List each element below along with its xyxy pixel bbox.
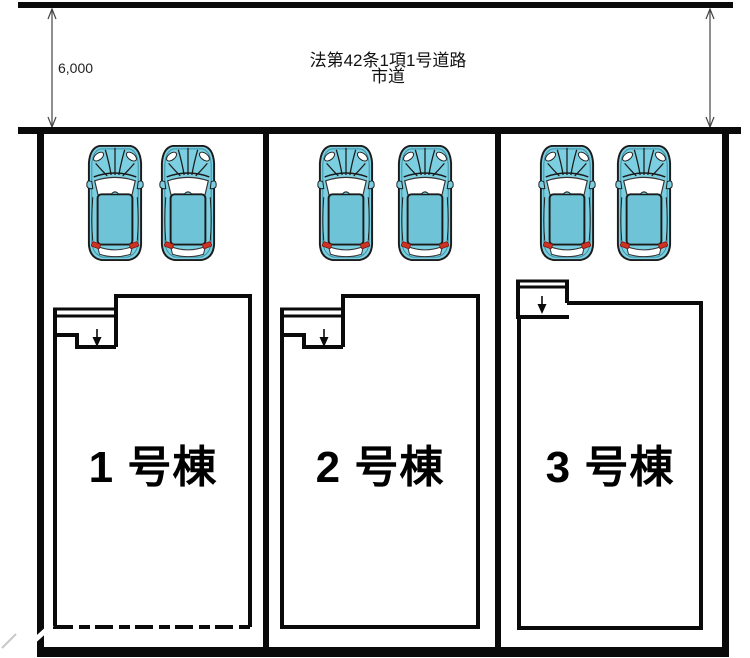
lot-boundaries xyxy=(18,127,741,657)
road-area: 法第42条1項1号道路 市道 6,000 xyxy=(18,2,733,129)
parking-cars xyxy=(85,144,674,262)
entrance-porch xyxy=(280,307,343,349)
building-outline xyxy=(517,301,703,630)
entrance-porch xyxy=(53,307,116,349)
entrance-porch xyxy=(516,279,569,319)
lot-divider-1 xyxy=(263,130,269,657)
dimension-arrow-right xyxy=(705,7,715,129)
car-icon xyxy=(395,144,455,262)
road-width-dimension: 6,000 xyxy=(58,60,93,76)
building-2-label: 2 号棟 xyxy=(316,443,445,492)
lot-boundary-top xyxy=(18,127,741,134)
car-icon xyxy=(614,144,674,262)
road-edge-line xyxy=(18,2,733,8)
building-3-label: 3 号棟 xyxy=(546,443,675,492)
car-icon xyxy=(85,144,145,262)
building-1-label: 1 号棟 xyxy=(89,443,218,492)
dimension-arrow-left xyxy=(47,7,57,129)
lot-boundary-bottom xyxy=(37,647,729,657)
car-icon xyxy=(158,144,218,262)
entrance-arrow-icon xyxy=(318,328,330,348)
building-2: 2 号棟 xyxy=(280,294,480,629)
entrance-arrow-icon xyxy=(91,328,103,348)
building-3: 3 号棟 xyxy=(516,279,703,630)
building-outline xyxy=(114,294,252,627)
lot-boundary-right xyxy=(722,127,729,657)
car-icon xyxy=(316,144,376,262)
road-name-label: 法第42条1項1号道路 xyxy=(310,51,467,70)
road-type-label: 市道 xyxy=(371,67,405,86)
building-outline xyxy=(282,294,480,629)
entrance-arrow-icon xyxy=(536,295,548,315)
lot-divider-2 xyxy=(495,130,501,657)
watermark xyxy=(1,622,54,649)
car-icon xyxy=(537,144,597,262)
building-1: 1 号棟 xyxy=(53,294,252,629)
lot-boundary-left xyxy=(37,127,44,657)
